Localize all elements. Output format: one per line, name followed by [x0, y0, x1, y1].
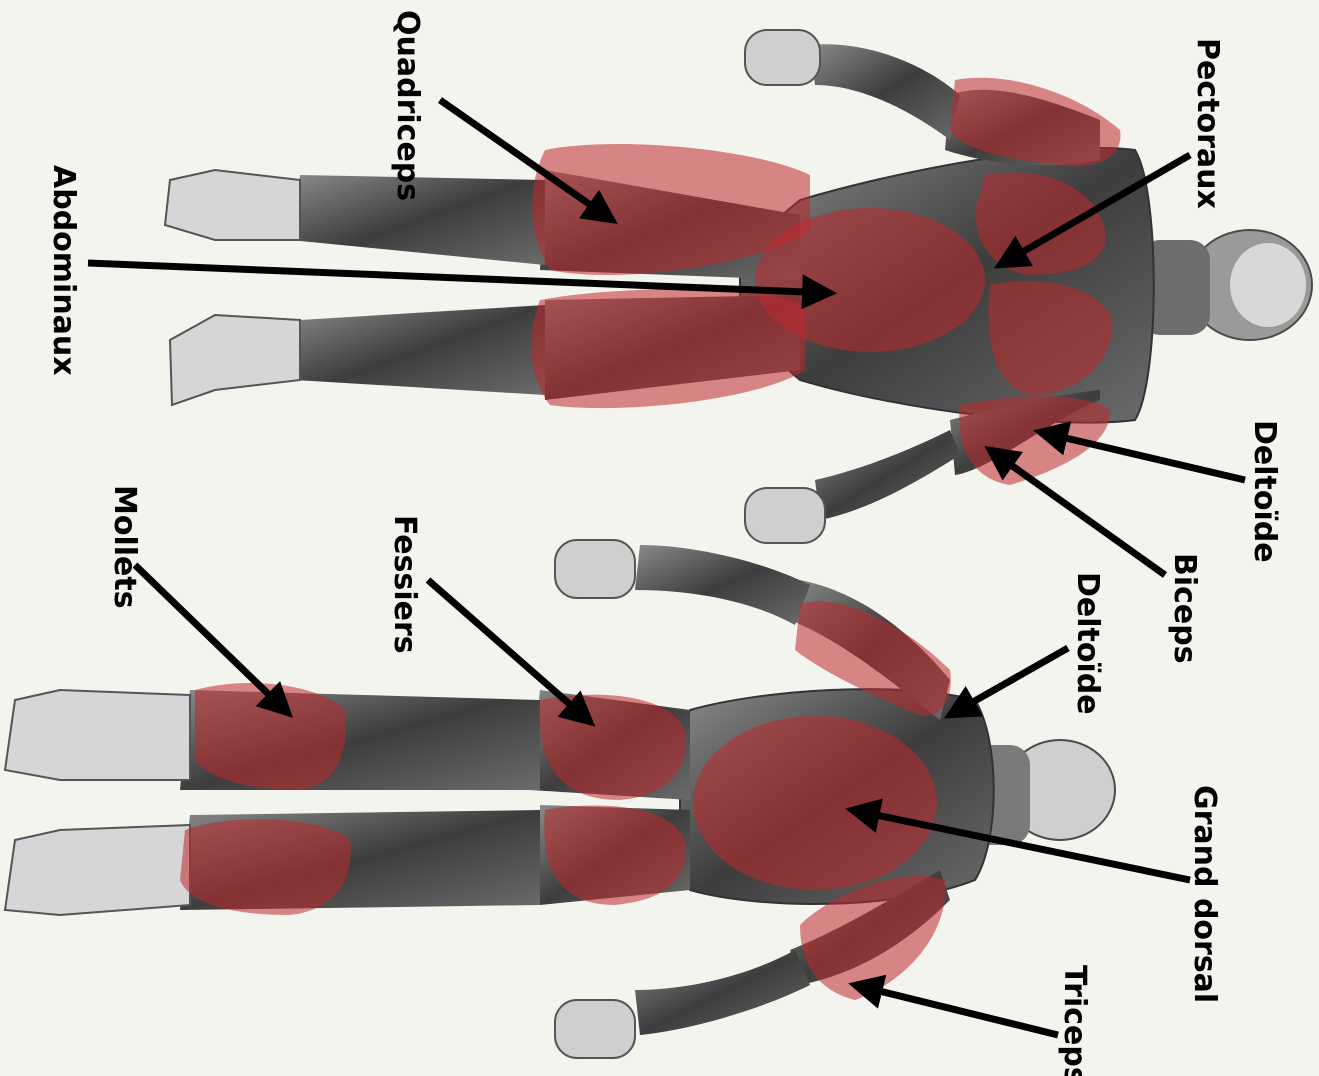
label-pectoraux: Pectoraux: [1190, 38, 1225, 209]
label-quadriceps: Quadriceps: [390, 10, 425, 201]
highlight-fessiers: [539, 695, 685, 905]
label-abdominaux: Abdominaux: [46, 165, 81, 376]
highlight-grand-dorsal: [693, 716, 937, 890]
label-biceps: Biceps: [1167, 553, 1202, 664]
back-figure: [5, 540, 1115, 1058]
arrow-triceps: [855, 985, 1058, 1035]
highlight-mollets: [180, 683, 351, 915]
arrow-biceps: [990, 450, 1165, 575]
label-deltoide-back: Deltoïde: [1070, 572, 1105, 715]
label-mollets: Mollets: [107, 485, 142, 609]
highlight-quadriceps-right: [531, 289, 805, 408]
label-triceps: Triceps: [1057, 965, 1092, 1076]
label-deltoide-front: Deltoïde: [1247, 420, 1282, 563]
label-grand-dorsal: Grand dorsal: [1187, 785, 1222, 1003]
arrow-deltoide-back: [950, 648, 1068, 715]
label-fessiers: Fessiers: [387, 515, 422, 654]
